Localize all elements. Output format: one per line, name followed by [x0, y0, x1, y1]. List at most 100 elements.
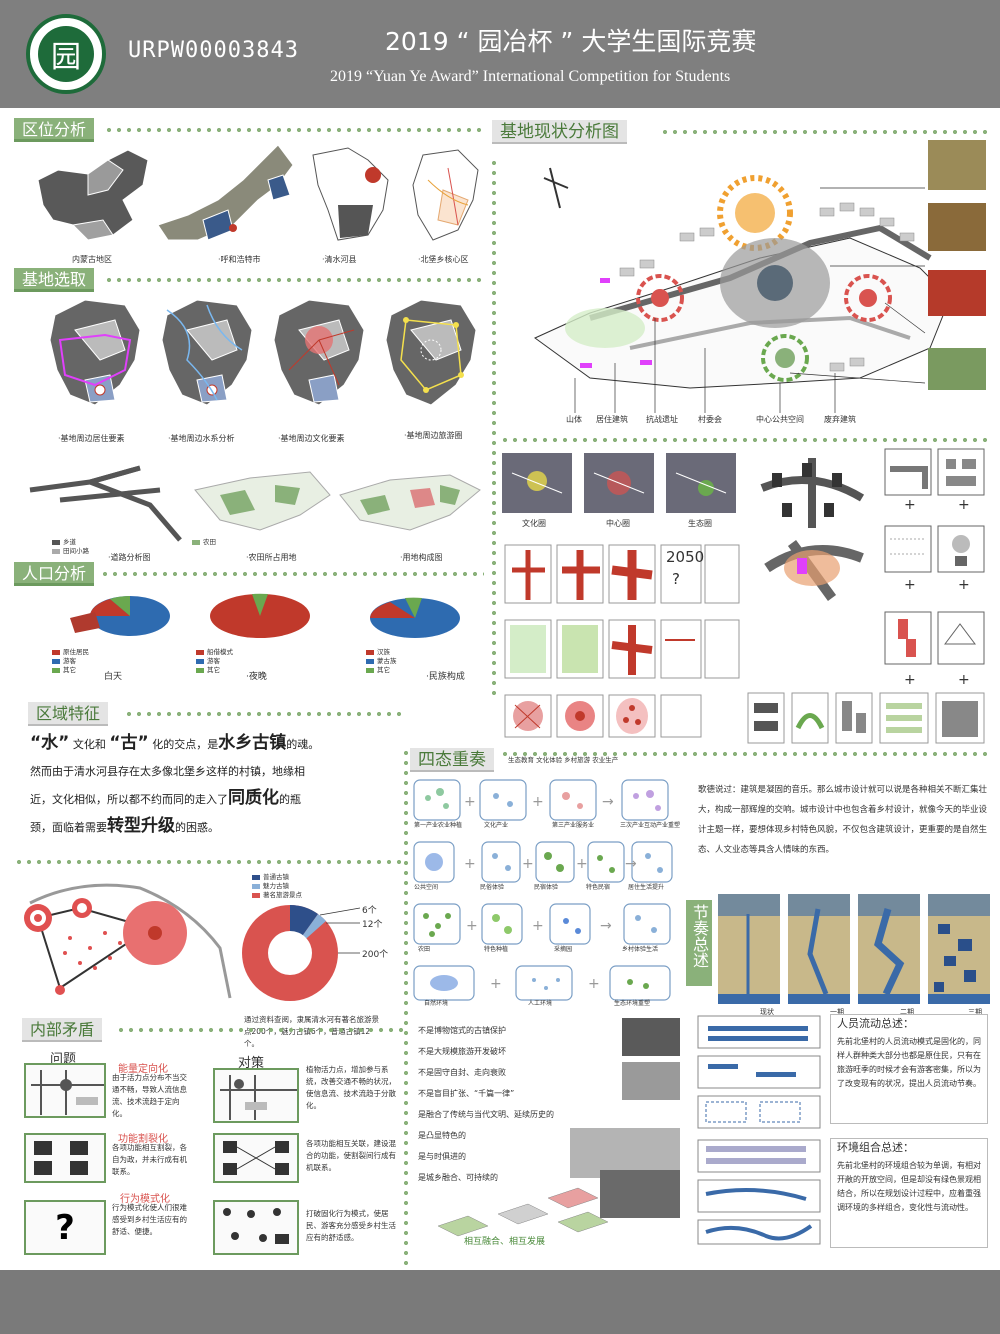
site-caption-3: ·基地周边文化要素: [278, 434, 345, 443]
count-label-2: 12个: [362, 920, 383, 930]
four-state-label: 文化产业: [484, 822, 509, 829]
section-title-site-status: 基地现状分析图: [492, 120, 627, 144]
strategy-diagram-3-art: [223, 1208, 289, 1244]
photo-mountain: [928, 140, 986, 190]
conflict-title-2: 功能割裂化: [118, 1134, 168, 1145]
strategy-desc-1: 植物活力点，增加参与系统，改善交通不畅的状况，使信息流、技术流趋于分散化。: [306, 1065, 396, 1110]
legend-item: 其它: [63, 666, 76, 674]
status-label-2: 居住建筑: [596, 415, 628, 424]
four-state-label: 特色种植: [484, 946, 509, 953]
goethe-quote: 歌德说过：建筑是凝固的音乐。那么城市设计就可以说是各种相关不断汇集壮大，构成一部…: [698, 785, 988, 855]
four-state-label: 居住生活提升: [628, 884, 665, 891]
legend-item: 船借模式: [207, 648, 233, 656]
conflict-title-3: 行为模式化: [120, 1194, 170, 1205]
checklist-item: 不是盲目扩张、“千篇一律”: [418, 1089, 515, 1098]
road-legend: 乡道 田间小路: [52, 538, 89, 556]
status-label-5: 中心公共空间: [756, 415, 804, 424]
legend-item: 其它: [377, 666, 390, 674]
poster-header: 园 URPW00003843 2019 “ 园冶杯 ” 大学生国际竞赛 2019…: [0, 0, 1000, 108]
four-state-label: 三次产业互动产业重塑: [620, 822, 681, 829]
divider-dots: [124, 712, 404, 716]
center-circle-art: [593, 471, 645, 495]
fusion-diagram: [437, 1187, 609, 1237]
pie-night: [210, 593, 310, 638]
svg-text:+: +: [532, 794, 544, 810]
photo-ruins: [928, 203, 986, 251]
svg-text:+: +: [466, 918, 478, 934]
svg-text:+: +: [958, 497, 970, 513]
culture-circle-map: [502, 453, 572, 513]
svg-text:+: +: [522, 856, 534, 872]
location-caption-2: ·呼和浩特市: [218, 255, 261, 264]
divider-dots: [100, 572, 484, 576]
ring-legend: 普通古镇 魅力古镇 著名旅游景点: [252, 873, 302, 900]
section-title-four-state: 四态重奏: [410, 748, 494, 772]
strategy-diagram-3: [213, 1200, 299, 1255]
svg-text:+: +: [904, 672, 916, 688]
section-title-site-select: 基地选取: [14, 268, 95, 292]
strategy-diagram-2: [213, 1133, 299, 1183]
transport-diagram: [760, 458, 865, 601]
legend-item: 普通古镇: [263, 873, 289, 881]
conflict-title-1: 能量定向化: [118, 1064, 168, 1075]
four-state-label: 公共空间: [414, 884, 439, 891]
circle-label-3: 生态圈: [688, 519, 712, 528]
svg-text:+: +: [464, 794, 476, 810]
section-title-conflict: 内部矛盾: [22, 1018, 103, 1042]
four-state-label: 特色民宿: [586, 884, 611, 891]
checklist-item: 是城乡融合、可持续的: [418, 1173, 498, 1182]
env-summary-box: 环境组合总述： 先前北堡村的环境组合较为单调，有相对开敞的开放空间，但是却没有绿…: [830, 1138, 988, 1248]
legend-item: 著名旅游景点: [263, 891, 302, 899]
pie-legend-2: 船借模式 游客 其它: [196, 648, 233, 675]
photo-landscape-1: [570, 1128, 680, 1178]
problem-diagram-1: [24, 1063, 106, 1118]
rhythm-label-4: 三期: [968, 1008, 982, 1016]
svg-text:→: →: [602, 794, 614, 810]
photo-village-1: [622, 1018, 680, 1056]
legend-item: 游客: [63, 657, 76, 665]
future-question: ?: [672, 570, 680, 588]
divider-dots: [116, 1028, 404, 1032]
logo-mark: 园: [38, 26, 94, 82]
text: 的困惑。: [175, 821, 219, 834]
svg-text:→: →: [625, 856, 637, 872]
svg-text:+: +: [588, 976, 600, 992]
text: 然而由于清水河县存在太多像北堡乡这样的村镇，地缘相: [30, 765, 305, 778]
strategy-label: 对策: [238, 1056, 265, 1071]
conflict-desc-2: 各项功能相互割裂，各自为政，并未行成有机联系。: [112, 1143, 187, 1176]
vertical-divider: [404, 748, 408, 1268]
landuse-caption: ·用地构成图: [400, 553, 443, 562]
text: 的瓶: [279, 793, 301, 806]
divider-dots: [104, 128, 484, 132]
four-state-label: 采摘园: [554, 946, 573, 953]
rhythm-label-2: 一期: [830, 1008, 844, 1016]
four-state-label: 自然环境: [424, 1000, 449, 1007]
rhythm-title: 节奏总述: [690, 904, 709, 968]
problem-diagram-2: [24, 1133, 106, 1183]
env-summary-text: 先前北堡村的环境组合较为单调，有相对开敞的开放空间，但是却没有绿色景观相结合，所…: [837, 1161, 981, 1212]
rhythm-grids: [718, 894, 990, 1004]
legend-item: 原住居民: [63, 648, 89, 656]
divider-dots: [14, 860, 404, 864]
legend-road: 乡道: [63, 538, 76, 546]
problem-diagram-1-art: [31, 1070, 104, 1115]
text: 的魂。: [286, 738, 320, 751]
text: 文化和: [69, 738, 110, 751]
poster-footer: [0, 1270, 1000, 1334]
problem-diagram-2-art: [34, 1141, 88, 1175]
section-title-rhythm: 节奏总述: [686, 900, 712, 986]
divider-dots: [104, 278, 484, 282]
legend-item: 游客: [207, 657, 220, 665]
status-label-1: 山体: [566, 415, 582, 424]
text-emph: 水乡古镇: [218, 733, 287, 753]
site-status-plan: [534, 167, 951, 413]
photo-landscape-2: [600, 1170, 680, 1218]
text-emph: 转型升级: [107, 816, 175, 836]
checklist-item: 是与时俱进的: [418, 1152, 466, 1161]
people-summary-box: 人员流动总述： 先前北堡村的人员流动模式是固化的，同样人群种类大部分也都是原住民…: [830, 1014, 988, 1124]
pie-label-3: ·民族构成: [426, 672, 465, 682]
section-title-population: 人口分析: [14, 562, 95, 586]
circle-label-1: 文化圈: [522, 519, 546, 528]
checklist-item: 不是大规模旅游开发破坏: [418, 1047, 506, 1056]
count-label-3: 200个: [362, 950, 389, 960]
